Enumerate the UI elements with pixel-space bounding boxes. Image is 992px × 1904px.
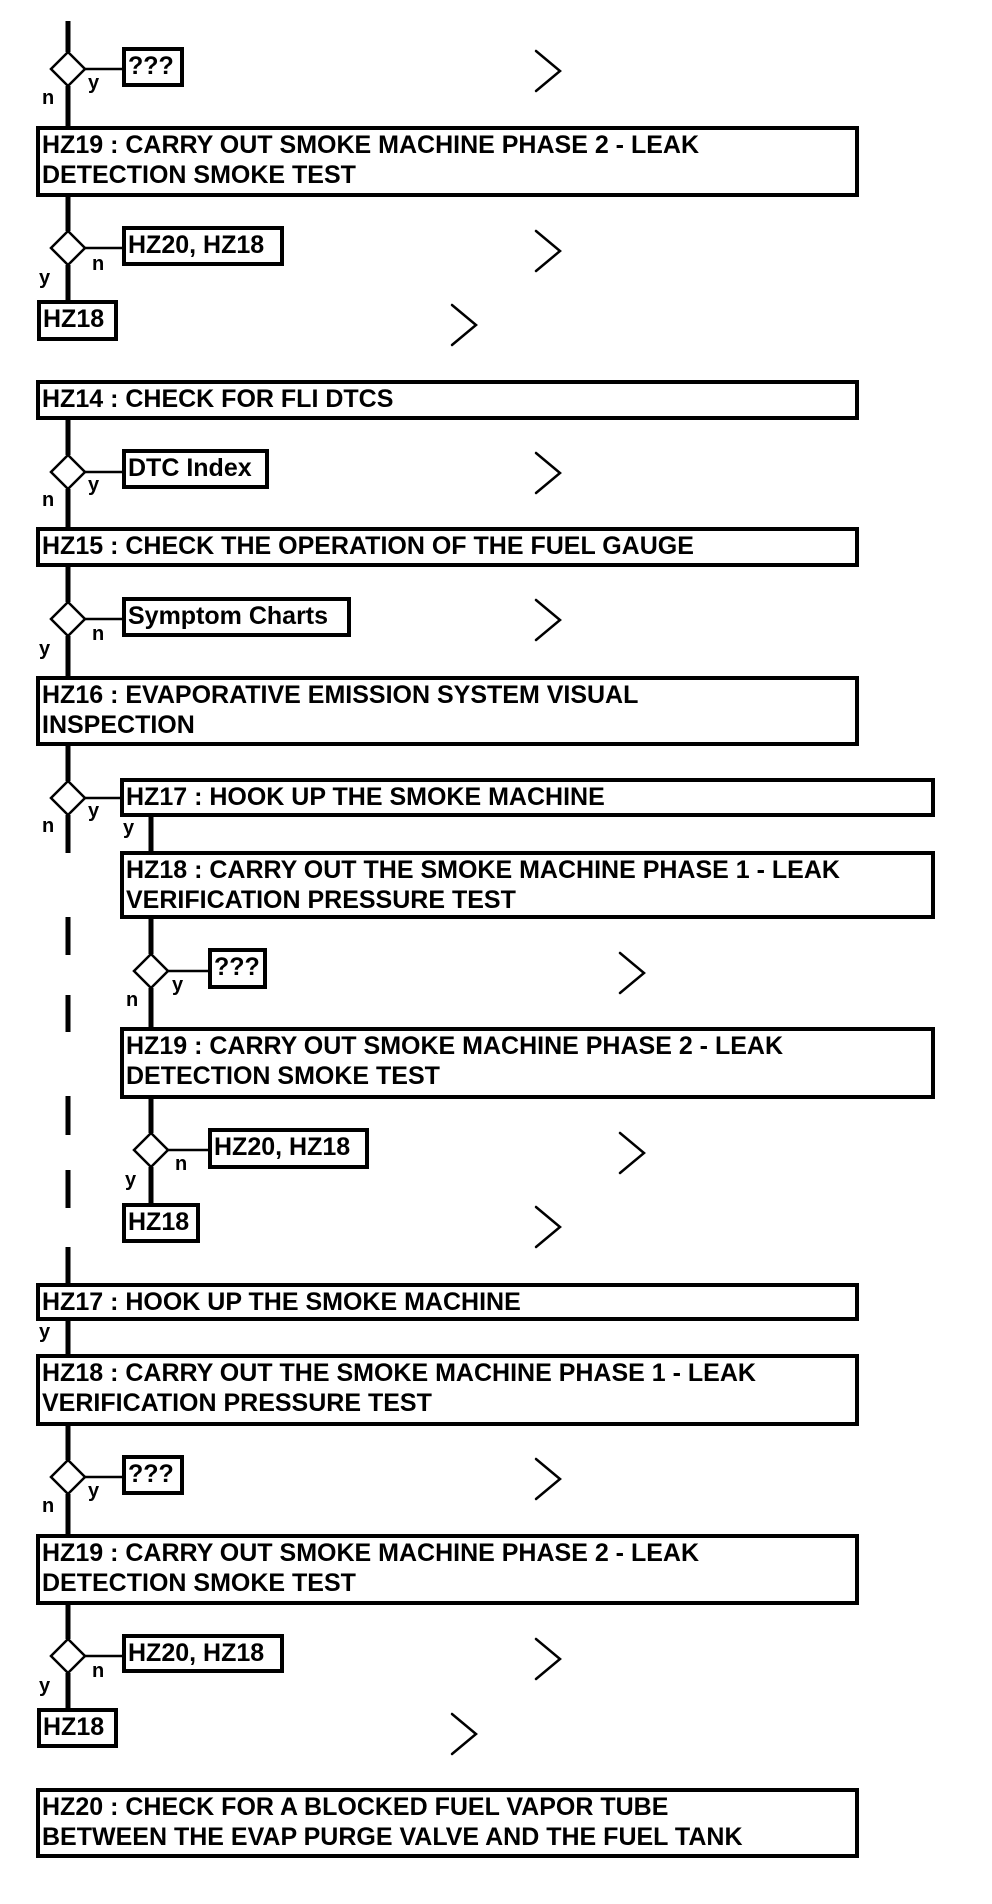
chevron-glyph <box>534 1205 562 1249</box>
chevron-glyph <box>534 49 562 93</box>
chevron-glyph <box>534 1457 562 1501</box>
decision-diamond-icon <box>132 952 170 990</box>
ref-box-hz18-nested[interactable]: HZ18 <box>122 1203 200 1243</box>
chevron-right-icon[interactable] <box>533 1456 563 1502</box>
decision-label-yes: y <box>39 638 51 660</box>
step-box-hz19[interactable]: HZ19 : CARRY OUT SMOKE MACHINE PHASE 2 -… <box>36 126 859 197</box>
chevron-right-icon[interactable] <box>533 228 563 274</box>
decision-label-yes: y <box>172 974 184 996</box>
chevron-right-icon[interactable] <box>449 302 479 348</box>
chevron-glyph <box>534 1637 562 1681</box>
chevron-glyph <box>450 1712 478 1756</box>
step-box-hz16[interactable]: HZ16 : EVAPORATIVE EMISSION SYSTEM VISUA… <box>36 676 859 746</box>
chevron-glyph <box>450 303 478 347</box>
decision-diamond-icon <box>49 229 87 267</box>
chevron-glyph <box>618 951 646 995</box>
decision-label-yes: y <box>88 474 100 496</box>
decision-label-yes: y <box>39 1321 51 1343</box>
decision-label-yes: y <box>39 1675 51 1697</box>
ref-box-hz18[interactable]: HZ18 <box>37 300 118 341</box>
decision-label-yes: y <box>88 72 100 94</box>
step-box-hz19-nested[interactable]: HZ19 : CARRY OUT SMOKE MACHINE PHASE 2 -… <box>120 1027 935 1099</box>
chevron-glyph <box>534 451 562 495</box>
decision-label-no: n <box>42 815 55 837</box>
step-box-hz18[interactable]: HZ18 : CARRY OUT THE SMOKE MACHINE PHASE… <box>36 1354 859 1426</box>
decision-label-no: n <box>42 1495 55 1517</box>
chevron-right-icon[interactable] <box>449 1711 479 1757</box>
chevron-right-icon[interactable] <box>533 1636 563 1682</box>
decision-label-no: n <box>42 489 55 511</box>
ref-box-dtc-index[interactable]: DTC Index <box>122 449 269 489</box>
decision-label-yes: y <box>125 1169 137 1191</box>
ref-box-hz20-hz18-nested[interactable]: HZ20, HZ18 <box>208 1128 369 1169</box>
step-box-hz17-nested[interactable]: HZ17 : HOOK UP THE SMOKE MACHINE <box>120 778 935 817</box>
decision-label-yes: y <box>88 1480 100 1502</box>
step-box-hz14[interactable]: HZ14 : CHECK FOR FLI DTCS <box>36 380 859 420</box>
decision-label-yes: y <box>88 800 100 822</box>
step-box-hz17[interactable]: HZ17 : HOOK UP THE SMOKE MACHINE <box>36 1283 859 1321</box>
decision-label-no: n <box>42 87 55 109</box>
decision-label-no: n <box>175 1153 188 1175</box>
decision-label-no: n <box>92 253 105 275</box>
chevron-right-icon[interactable] <box>533 1204 563 1250</box>
step-box-hz15[interactable]: HZ15 : CHECK THE OPERATION OF THE FUEL G… <box>36 527 859 567</box>
chevron-right-icon[interactable] <box>533 450 563 496</box>
ref-box-unknown-lower[interactable]: ??? <box>122 1455 184 1495</box>
ref-box-hz20-hz18-lower[interactable]: HZ20, HZ18 <box>122 1634 284 1673</box>
decision-label-yes: y <box>39 267 51 289</box>
chevron-glyph <box>534 229 562 273</box>
decision-diamond-icon <box>49 1458 87 1496</box>
decision-label-no: n <box>126 989 139 1011</box>
chevron-glyph <box>618 1131 646 1175</box>
chevron-right-icon[interactable] <box>617 1130 647 1176</box>
ref-box-unknown-nested[interactable]: ??? <box>208 948 267 989</box>
ref-box-hz20-hz18[interactable]: HZ20, HZ18 <box>122 226 284 266</box>
decision-diamond-icon <box>49 600 87 638</box>
chevron-right-icon[interactable] <box>533 48 563 94</box>
decision-diamond-icon <box>49 50 87 88</box>
step-box-hz19-lower[interactable]: HZ19 : CARRY OUT SMOKE MACHINE PHASE 2 -… <box>36 1534 859 1605</box>
decision-diamond-icon <box>49 1637 87 1675</box>
decision-label-no: n <box>92 623 105 645</box>
decision-label-yes: y <box>123 817 135 839</box>
decision-diamond-icon <box>49 779 87 817</box>
step-box-hz18-nested[interactable]: HZ18 : CARRY OUT THE SMOKE MACHINE PHASE… <box>120 851 935 919</box>
decision-diamond-icon <box>132 1131 170 1169</box>
decision-diamond-icon <box>49 453 87 491</box>
chevron-right-icon[interactable] <box>617 950 647 996</box>
ref-box-unknown[interactable]: ??? <box>122 47 184 87</box>
step-box-hz20[interactable]: HZ20 : CHECK FOR A BLOCKED FUEL VAPOR TU… <box>36 1788 859 1858</box>
ref-box-hz18-lower[interactable]: HZ18 <box>37 1708 118 1748</box>
chevron-glyph <box>534 598 562 642</box>
decision-label-no: n <box>92 1660 105 1682</box>
ref-box-symptom-charts[interactable]: Symptom Charts <box>122 597 351 637</box>
chevron-right-icon[interactable] <box>533 597 563 643</box>
